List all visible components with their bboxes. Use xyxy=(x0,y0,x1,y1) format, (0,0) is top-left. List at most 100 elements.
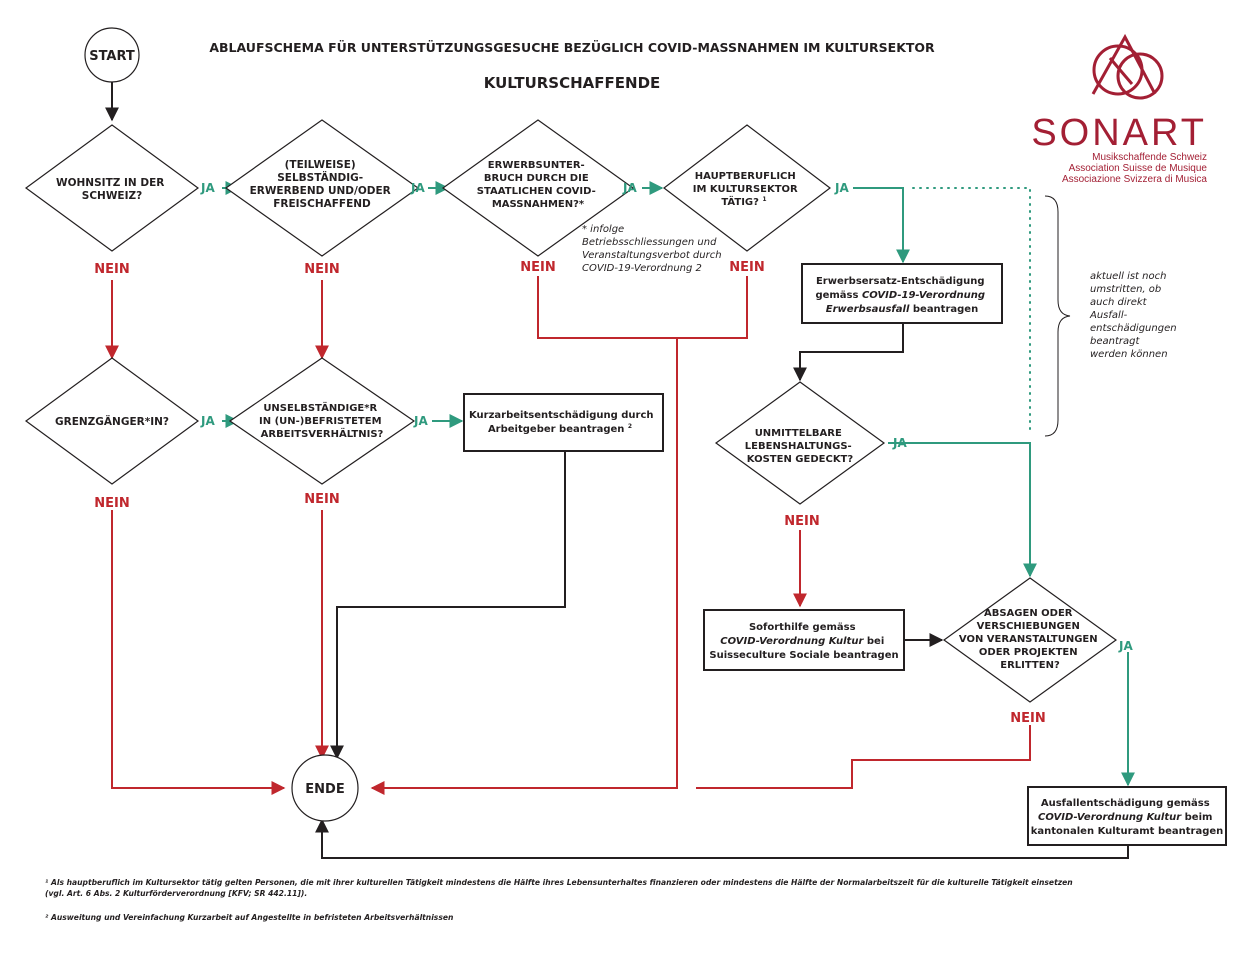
start-label: START xyxy=(89,49,135,64)
box-ausfall-line: Ausfallentschädigung gemäss xyxy=(1041,798,1210,809)
decision-absagen-line: ODER PROJEKTEN xyxy=(979,647,1078,658)
svg-text:UNSELBSTÄNDIGE*R IN (UN-: UNSELBSTÄNDIGE*R IN (UN-)BEFRISTETEM ARB… xyxy=(259,400,385,440)
decision-absagen-line: ABSAGEN ODER xyxy=(984,608,1073,619)
decision-absagen-line: VERSCHIEBUNGEN xyxy=(977,621,1080,632)
svg-text:Kurzarbeitsentschädigung durch: Kurzarbeitsentschädigung durch Arbeitgeb… xyxy=(469,410,657,435)
svg-text:UNMITTELBARE LEBENSHALTU: UNMITTELBARE LEBENSHALTUNGS- KOSTEN GEDE… xyxy=(745,428,855,465)
decision-wohnsitz-line: WOHNSITZ IN DER xyxy=(56,177,164,189)
decision-selbstaendig-line: SELBSTÄNDIG- xyxy=(277,170,363,184)
decision-unselbstaendig-line: IN (UN-)BEFRISTETEM xyxy=(259,416,382,427)
box-kurzarbeit-line: Arbeitgeber beantragen xyxy=(488,424,624,435)
note-q3-line: Veranstaltungsverbot durch xyxy=(582,250,722,261)
logo-wordmark: SONART xyxy=(1031,112,1207,154)
sonart-logo: SONART Musikschaffende Schweiz Associati… xyxy=(1031,33,1208,185)
nein-labels: NEIN NEIN NEIN NEIN NEIN NEIN NEIN NEIN xyxy=(94,260,1045,726)
decision-erwerbsunterbruch-line: ERWERBSUNTER- xyxy=(488,160,585,171)
footnotes: ¹ Als hauptberuflich im Kultursektor tät… xyxy=(45,878,1073,922)
logo-line-1: Musikschaffende Schweiz xyxy=(1092,152,1207,163)
nein-label: NEIN xyxy=(94,262,129,277)
footnote-1-line-2: (vgl. Art. 6 Abs. 2 Kulturförderverordnu… xyxy=(45,889,307,898)
ja-label: JA xyxy=(413,414,428,428)
decision-lebenshaltung-line: KOSTEN GEDECKT? xyxy=(747,454,854,465)
box-erwerbsersatz-line: Erwerbsersatz-Entschädigung xyxy=(816,276,985,287)
footnote-ref-1: 1 xyxy=(762,196,766,203)
decision-lebenshaltung-line: LEBENSHALTUNGS- xyxy=(745,441,852,452)
decision-erwerbsunterbruch-line: MASSNAHMEN?* xyxy=(492,199,585,210)
box-erwerbsersatz: Erwerbsersatz-Entschädigung gemäss COVID… xyxy=(801,263,1003,324)
note-side-line: beantragt xyxy=(1090,336,1140,347)
decision-unselbstaendig-line: UNSELBSTÄNDIGE*R xyxy=(263,400,377,414)
footnote-ref-2: 2 xyxy=(628,423,632,430)
box-ausfall-text: beim xyxy=(1181,812,1212,823)
box-ausfall-line: kantonalen Kulturamt beantragen xyxy=(1031,826,1224,837)
svg-text:aktuell ist noch umstrit: aktuell ist noch umstritten, ob auch dir… xyxy=(1089,271,1180,360)
ja-label: JA xyxy=(200,414,215,428)
decision-grenzgaenger: GRENZGÄNGER*IN? xyxy=(24,357,200,485)
decision-erwerbsunterbruch: ERWERBSUNTER- BRUCH DURCH DIE STAATLICHE… xyxy=(441,119,635,257)
decision-hauptberuflich-line: TÄTIG? xyxy=(721,194,759,208)
box-soforthilfe-italic: COVID-Verordnung Kultur xyxy=(720,636,864,647)
footnote-2: ² Ausweitung und Vereinfachung Kurzarbei… xyxy=(45,913,453,922)
decision-absagen: ABSAGEN ODER VERSCHIEBUNGEN VON VERANSTA… xyxy=(942,577,1118,703)
note-q3-line: COVID-19-Verordnung 2 xyxy=(582,263,702,274)
decision-hauptberuflich-line: HAUPTBERUFLICH xyxy=(695,171,796,182)
decision-selbstaendig-line: ERWERBEND UND/ODER xyxy=(250,185,391,197)
svg-text:ABSAGEN ODER VERSCHIEBUN: ABSAGEN ODER VERSCHIEBUNGEN VON VERANSTA… xyxy=(959,608,1101,671)
nein-label: NEIN xyxy=(94,496,129,511)
ja-label: JA xyxy=(834,181,849,195)
nein-label: NEIN xyxy=(520,260,555,275)
start-node: START xyxy=(84,27,140,83)
decision-wohnsitz-line: SCHWEIZ? xyxy=(82,190,142,202)
box-soforthilfe-text: bei xyxy=(863,636,884,647)
ja-label: JA xyxy=(200,181,215,195)
logo-line-3: Associazione Svizzera di Musica xyxy=(1062,174,1207,185)
ja-label: JA xyxy=(892,436,907,450)
nein-label: NEIN xyxy=(784,514,819,529)
svg-text:WOHNSITZ IN DER SCHWEIZ?: WOHNSITZ IN DER SCHWEIZ? xyxy=(56,177,168,202)
nein-label: NEIN xyxy=(729,260,764,275)
box-kurzarbeit: Kurzarbeitsentschädigung durch Arbeitgeb… xyxy=(463,393,664,452)
svg-text:(TEILWEISE) SELBSTÄNDIG-: (TEILWEISE) SELBSTÄNDIG- ERWERBEND UND/O… xyxy=(250,159,395,210)
decision-selbstaendig-line: FREISCHAFFEND xyxy=(273,198,371,210)
box-erwerbsersatz-italic: COVID-19-Verordnung xyxy=(862,290,985,301)
decision-selbstaendig-line: (TEILWEISE) xyxy=(285,159,356,171)
nein-label: NEIN xyxy=(304,262,339,277)
decision-erwerbsunterbruch-line: BRUCH DURCH DIE xyxy=(484,173,589,184)
box-soforthilfe-line: Soforthilfe gemäss xyxy=(749,622,856,633)
ja-label: JA xyxy=(1118,639,1133,653)
decision-absagen-line: VON VERANSTALTUNGEN xyxy=(959,634,1098,645)
decision-grenzgaenger-label: GRENZGÄNGER*IN? xyxy=(55,414,169,428)
decision-lebenshaltung: UNMITTELBARE LEBENSHALTUNGS- KOSTEN GEDE… xyxy=(714,381,886,505)
note-q3-line: Betriebsschliessungen und xyxy=(582,237,717,248)
decision-unselbstaendig-line: ARBEITSVERHÄLTNIS? xyxy=(261,426,384,440)
box-soforthilfe-line: Suisseculture Sociale beantragen xyxy=(709,650,898,661)
note-side-line: auch direkt xyxy=(1090,297,1148,308)
note-side-line: werden können xyxy=(1090,349,1168,360)
footnote-1-line-1: ¹ Als hauptberuflich im Kultursektor tät… xyxy=(45,878,1073,887)
decision-absagen-line: ERLITTEN? xyxy=(1000,660,1060,671)
logo-line-2: Association Suisse de Musique xyxy=(1069,163,1208,174)
box-erwerbsersatz-text: beantragen xyxy=(909,304,978,315)
box-kurzarbeit-line: Kurzarbeitsentschädigung durch xyxy=(469,410,654,421)
ja-label: JA xyxy=(410,181,425,195)
box-ausfall-italic: COVID-Verordnung Kultur xyxy=(1038,812,1182,823)
box-ausfallentschaedigung: Ausfallentschädigung gemäss COVID-Verord… xyxy=(1027,786,1227,846)
svg-text:* infolge Betriebsschlie: * infolge Betriebsschliessungen und Vera… xyxy=(582,224,725,274)
decision-erwerbsunterbruch-line: STAATLICHEN COVID- xyxy=(477,186,596,197)
note-side-line: entschädigungen xyxy=(1090,323,1177,334)
page-title: ABLAUFSCHEMA FÜR UNTERSTÜTZUNGSGESUCHE B… xyxy=(209,40,935,55)
nein-label: NEIN xyxy=(304,492,339,507)
note-side-line: aktuell ist noch xyxy=(1090,271,1166,282)
sonart-emblem-icon xyxy=(1091,33,1164,100)
note-ausfall-umstritten: aktuell ist noch umstritten, ob auch dir… xyxy=(1089,271,1180,360)
decision-selbstaendig: (TEILWEISE) SELBSTÄNDIG- ERWERBEND UND/O… xyxy=(224,119,420,257)
decision-unselbstaendig: UNSELBSTÄNDIGE*R IN (UN-)BEFRISTETEM ARB… xyxy=(228,357,416,485)
ja-label: JA xyxy=(622,181,637,195)
note-erwerbsunterbruch: * infolge Betriebsschliessungen und Vera… xyxy=(582,224,725,274)
decision-lebenshaltung-line: UNMITTELBARE xyxy=(755,428,842,439)
note-side-line: Ausfall- xyxy=(1089,310,1128,321)
box-erwerbsersatz-italic: Erwerbsausfall xyxy=(826,304,910,315)
decision-hauptberuflich: HAUPTBERUFLICH IM KULTURSEKTOR TÄTIG? 1 xyxy=(663,124,831,252)
svg-text:Ausfallentschädigung gemäss: Ausfallentschädigung gemäss COVID-Verord… xyxy=(1031,798,1224,837)
